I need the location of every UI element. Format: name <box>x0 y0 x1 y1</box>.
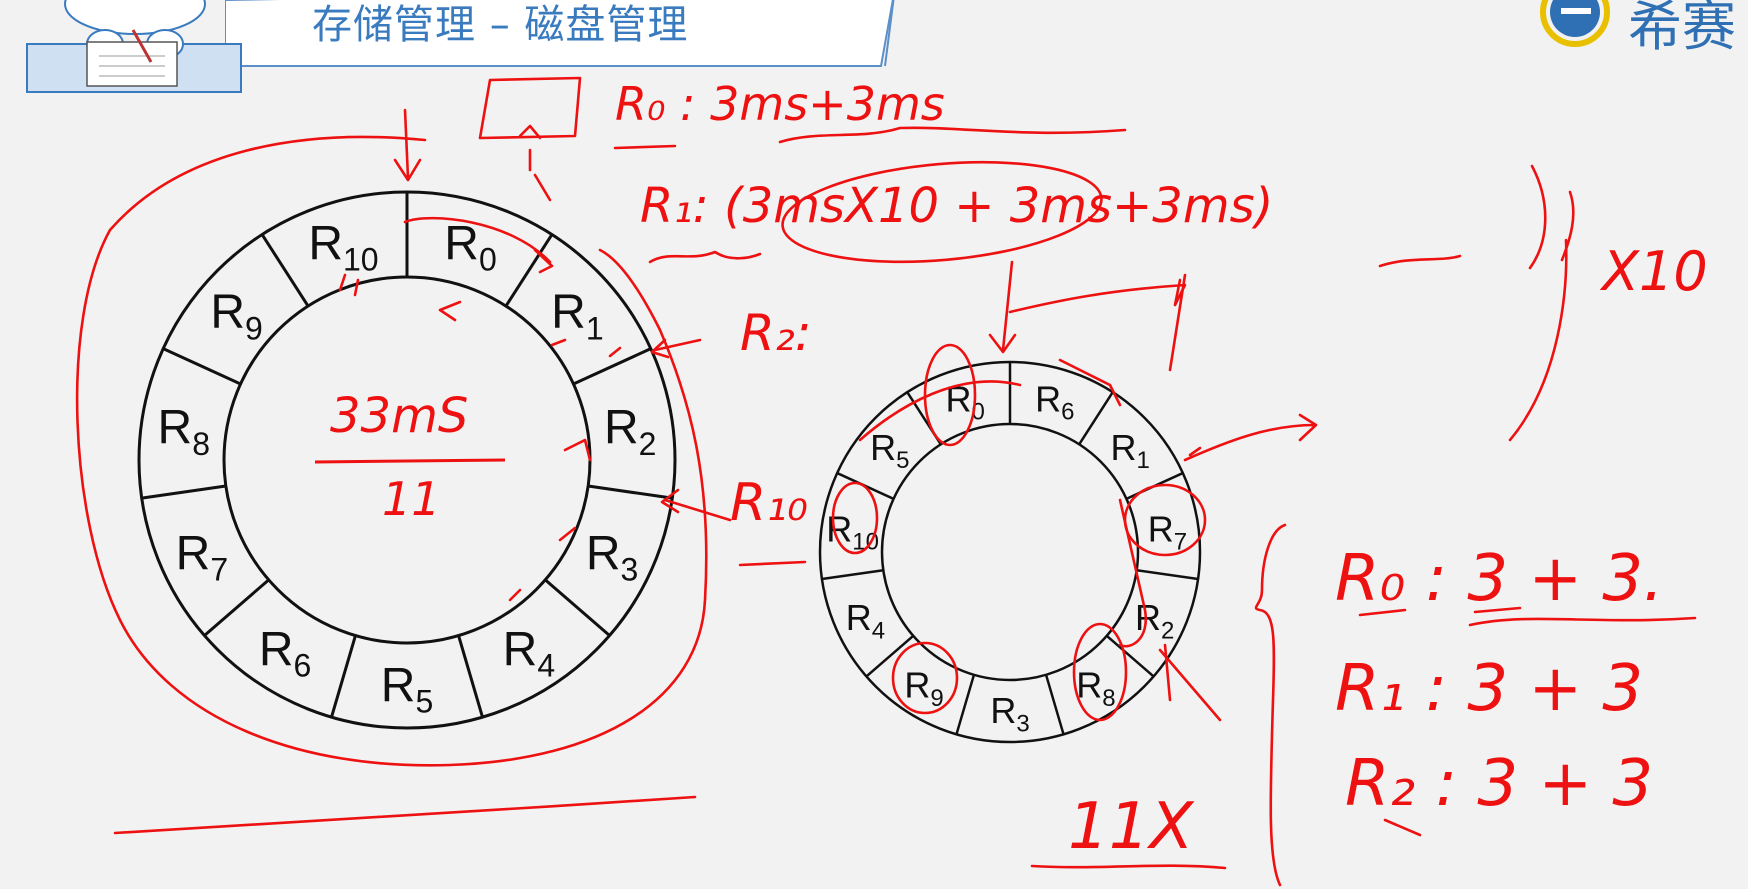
annotation-center-denominator: 11 <box>382 472 441 526</box>
annotation-list-item: R₂ : 3 + 3 <box>1345 747 1653 821</box>
header-banner <box>225 0 895 67</box>
disk-left-sector-label: R5 <box>381 659 433 719</box>
disk-right-sector-divider <box>865 634 915 678</box>
ink-arrow-down <box>988 260 1017 354</box>
disk-left-sector-label: R1 <box>551 286 603 346</box>
disk-right-sector-label: R1 <box>1110 427 1149 474</box>
disk-right-sector-label: R6 <box>1035 378 1074 425</box>
disk-right-sector-divider <box>821 568 884 581</box>
ink-box-r0 <box>478 76 582 202</box>
ink-circle-r5 <box>923 343 977 447</box>
disk-right-sector-divider <box>955 674 976 735</box>
ink-underline-11x <box>1030 864 1227 870</box>
ink-loop-left <box>75 135 708 767</box>
ink-underline-r0 <box>613 126 1127 150</box>
disk-left-sector-divider <box>572 347 652 386</box>
page-title: 存储管理 – 磁盘管理 <box>312 2 689 48</box>
disk-right-sector-label: R5 <box>870 427 909 474</box>
ink-arrow-to-r3 <box>660 488 732 522</box>
annotation-r2-label: R₂: <box>740 304 812 362</box>
ink-arc-r0 <box>403 216 554 274</box>
disk-right-sector-label: R0 <box>946 378 985 425</box>
disk-left-sector-divider <box>162 347 242 386</box>
annotation-r1-line: R₁: (3msX10 + 3ms+3ms) <box>640 178 1273 234</box>
ink-brace <box>1254 523 1287 887</box>
disk-right-sector-divider <box>1044 674 1065 735</box>
logo-icon <box>1540 0 1610 47</box>
disk-left-sector-label: R6 <box>259 624 311 684</box>
annotation-list-item: R₀ : 3 + 3. <box>1335 542 1663 616</box>
disk-right-sector-divider <box>1136 568 1199 581</box>
ink-arrow-curve <box>1008 273 1187 372</box>
annotation-list: R₀ : 3 + 3. R₁ : 3 + 3 R₂ : 3 + 3 <box>1335 542 1663 821</box>
ink-circle-r3 <box>891 641 959 715</box>
disk-right-sector-label: R4 <box>846 597 885 644</box>
disk-left-sector-label: R4 <box>503 624 555 684</box>
disk-left-sector-label: R3 <box>586 528 638 588</box>
disk-right-sector-label: R3 <box>990 690 1029 737</box>
ink-arrow-start <box>393 108 422 182</box>
ink-underline-r1 <box>648 250 1462 268</box>
disk-left-sector-divider <box>141 484 227 500</box>
annotation-center-numerator: 33mS <box>330 388 468 444</box>
disk-left-sector-divider <box>544 578 611 637</box>
annotation-list-item: R₁ : 3 + 3 <box>1335 652 1643 726</box>
ink-arrow-r6 <box>1183 413 1318 462</box>
disk-right-inner-ring <box>880 422 1140 682</box>
ink-small-marks <box>338 273 622 602</box>
mascot-illustration <box>26 0 242 93</box>
disk-right-sector-label: R8 <box>1076 665 1115 712</box>
disk-left-sector-label: R10 <box>308 217 378 277</box>
disk-left-sector-label: R9 <box>210 286 262 346</box>
annotation-eleven-x: 11X <box>1068 790 1194 864</box>
ink-circle-r4 <box>831 481 879 555</box>
ink-left-line <box>738 560 807 567</box>
disk-left-sector-label: R8 <box>158 402 210 462</box>
disk-left-sector-divider <box>457 635 484 718</box>
disk-left-sector-divider <box>260 233 310 307</box>
disk-left-sector-divider <box>203 578 270 637</box>
logo-text: 希赛 <box>1628 0 1736 58</box>
disk-left-sector-label: R0 <box>444 217 496 277</box>
ink-path-right-disk <box>858 358 1222 722</box>
ink-paren-right <box>1508 164 1575 442</box>
ink-underline-bottom <box>113 795 697 835</box>
ink-annotations <box>75 76 1697 887</box>
annotation-times-ten: X10 <box>1599 240 1708 303</box>
disk-right-sector-label: R7 <box>1148 508 1187 555</box>
disk-right-sector-label: R2 <box>1135 597 1174 644</box>
annotation-r10-label: R₁₀ <box>730 473 808 533</box>
disk-right-sector-label: R9 <box>904 665 943 712</box>
disk-right-sector-divider <box>1078 391 1114 445</box>
ink-circle-r2 <box>1072 622 1128 722</box>
ink-fraction-bar <box>314 458 506 464</box>
ink-arrow-to-r2 <box>650 338 702 359</box>
ink-underline-list <box>1358 606 1697 837</box>
disk-left-sector-label: R2 <box>604 402 656 462</box>
disk-left-sector-divider <box>504 233 554 307</box>
ink-ellipse-3ms-x10 <box>781 160 1103 264</box>
annotation-r0-line: R₀ : 3ms+3ms <box>615 77 945 131</box>
disk-right-sector-divider <box>1105 634 1155 678</box>
disk-left-sector-divider <box>330 635 357 718</box>
disk-left-sector-label: R7 <box>176 528 228 588</box>
disk-left-sector-divider <box>587 484 673 500</box>
